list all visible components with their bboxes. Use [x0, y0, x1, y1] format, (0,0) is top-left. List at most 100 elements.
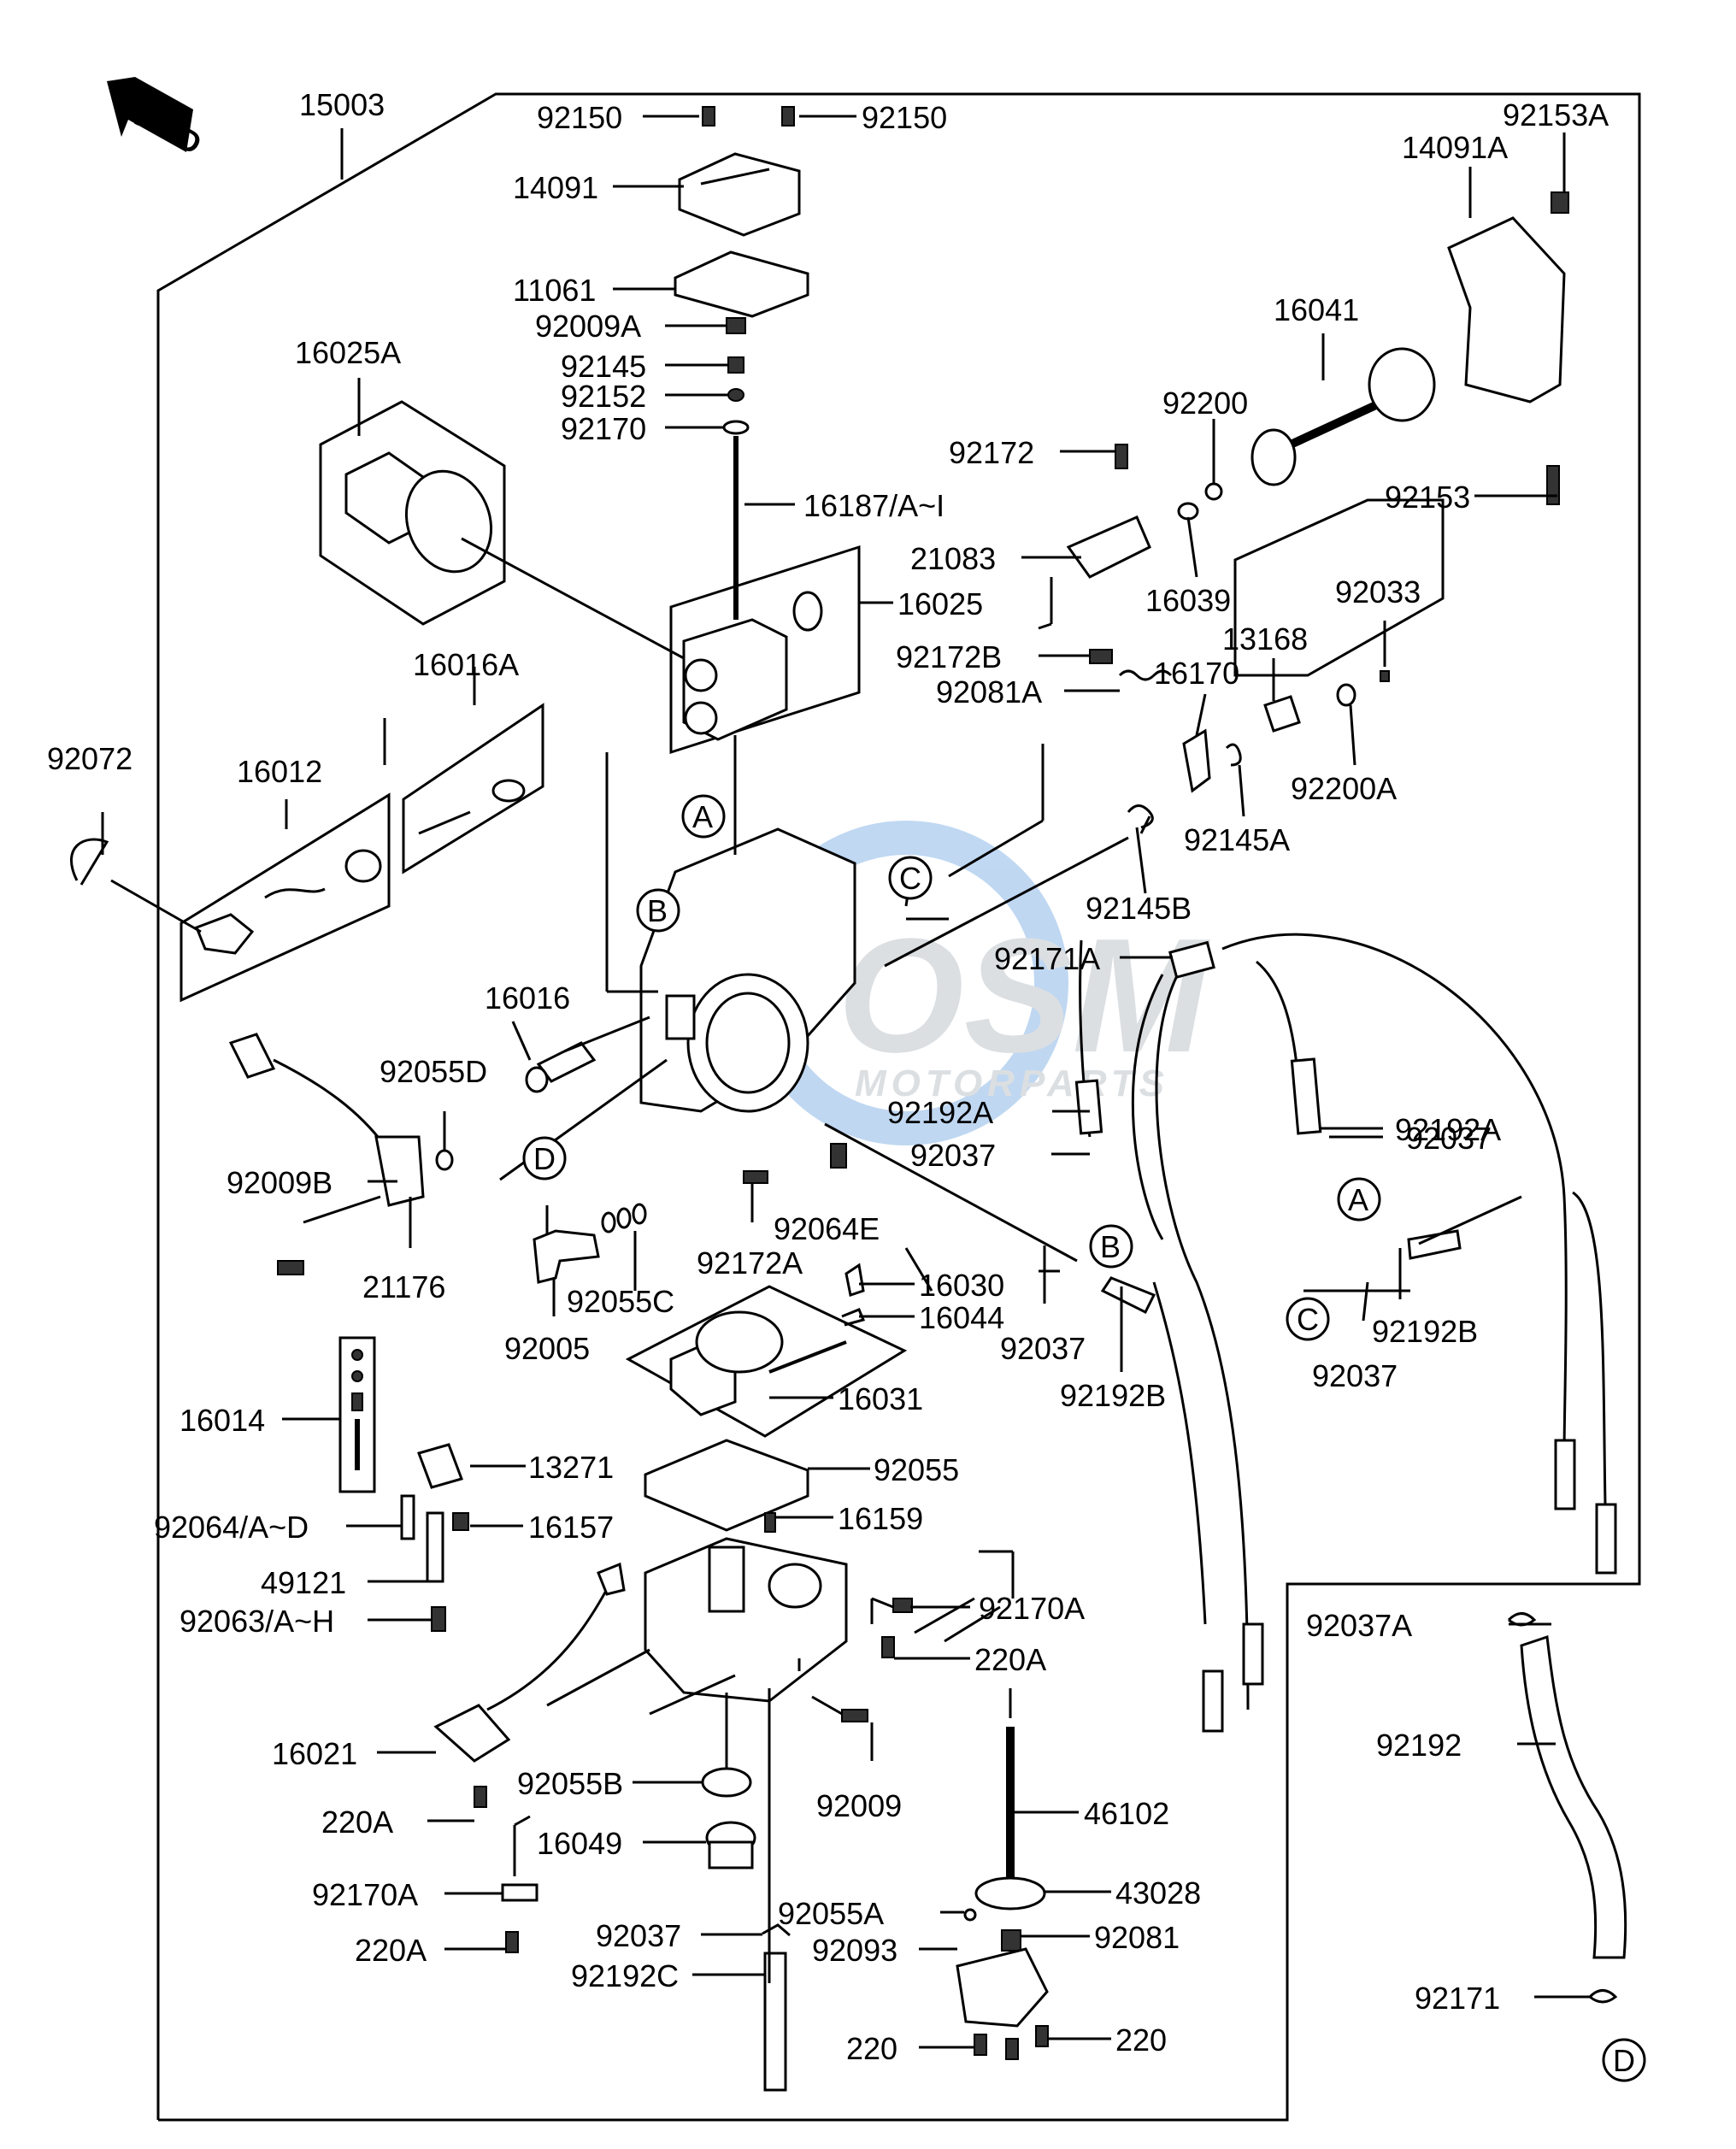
part-21176-sensor [228, 1033, 425, 1207]
part-92150-screw-left [702, 106, 715, 127]
callout-c-right-letter: C [1297, 1302, 1319, 1337]
part-label: 49121 [261, 1565, 346, 1600]
part-92081A-spring [1118, 669, 1173, 681]
part-43028-diaphragm [974, 1876, 1046, 1911]
part-92145B-spring [1127, 804, 1154, 829]
box-16041 [1233, 498, 1445, 677]
part-16014-jet-needle [351, 1349, 363, 1470]
part-label: 92055A [778, 1896, 884, 1931]
part-label: 16049 [537, 1826, 622, 1861]
part-label: 11061 [513, 273, 596, 308]
part-label: 92055C [567, 1284, 674, 1319]
part-label: 92037 [1406, 1121, 1492, 1156]
part-16159-jet [764, 1512, 776, 1533]
part-label: 92072 [47, 741, 132, 776]
part-label: 92192B [1060, 1378, 1166, 1413]
part-16016-screw [525, 1041, 597, 1093]
part-92064-jet [400, 1494, 415, 1540]
box-16025A [319, 400, 506, 626]
part-16044-clip [841, 1308, 866, 1327]
part-label: 92153 [1385, 480, 1470, 515]
part-label: 220 [1115, 2022, 1167, 2058]
part-92200-washer [1204, 482, 1223, 501]
part-label: 16016A [413, 647, 519, 682]
part-label: 92145A [1184, 822, 1290, 857]
hoses [1074, 933, 1627, 2004]
part-92150-screw-right [781, 106, 795, 127]
part-label: 92153A [1503, 97, 1609, 132]
callout-a-right: A [1337, 1177, 1381, 1222]
part-220-screw-right [1035, 2025, 1049, 2047]
part-16016A-screw [418, 779, 526, 835]
callout-a-right-letter: A [1348, 1182, 1368, 1217]
part-92170 [722, 420, 750, 435]
part-14091-cover [678, 152, 801, 237]
part-92145 [727, 356, 744, 374]
part-label: 16187/A~I [803, 488, 945, 523]
part-label: 92192 [1376, 1728, 1462, 1763]
callout-c-right: C [1286, 1297, 1330, 1341]
part-label: 13168 [1222, 621, 1308, 656]
part-92200A-washer [1336, 683, 1356, 707]
callout-b-top: B [636, 888, 680, 933]
part-92171-clip [1588, 1989, 1618, 2004]
part-label: 220A [321, 1805, 393, 1840]
watermark-subtext: MOTORPARTS [855, 1063, 1169, 1104]
part-92033-clip [1380, 670, 1390, 682]
part-label: 92192B [1372, 1314, 1478, 1349]
box-16012 [179, 792, 391, 1003]
part-49121-needle [426, 1511, 444, 1583]
part-label: 16021 [272, 1736, 357, 1771]
callout-c-top-letter: C [899, 861, 921, 896]
part-92172B-screw [1089, 649, 1113, 664]
watermark: OSM MOTORPARTS [744, 821, 1211, 1145]
part-220A-screw-right [881, 1636, 895, 1658]
part-label: 92009B [227, 1165, 332, 1200]
part-label: 92192A [887, 1095, 993, 1130]
box-16025 [669, 545, 861, 755]
part-16025-throttle-valve [682, 591, 823, 741]
callout-b-top-letter: B [647, 893, 668, 928]
part-11061-gasket [674, 250, 809, 318]
part-label: 92009 [816, 1788, 902, 1823]
part-220A-screw-lower [505, 1931, 519, 1953]
box-16014 [338, 1336, 376, 1493]
part-92005-fitting [533, 1229, 600, 1284]
part-21083-lever [1066, 515, 1151, 579]
part-16049-plug [705, 1821, 756, 1869]
part-label: 92055 [874, 1452, 959, 1487]
part-92072-clip [70, 838, 109, 886]
callout-d-left: D [522, 1136, 567, 1180]
part-label: 46102 [1084, 1796, 1169, 1831]
part-92192C-hose [763, 1952, 787, 2092]
part-label: 92192A [1395, 1112, 1501, 1147]
part-labels: 15003 92150 92150 14091 11061 92009A 921… [47, 87, 1609, 2066]
part-label: 21176 [362, 1269, 445, 1304]
part-label: 43028 [1115, 1875, 1201, 1911]
box-16016A [402, 703, 544, 874]
part-label: 16039 [1145, 583, 1231, 618]
part-label: 92192C [571, 1958, 679, 1993]
watermark-brand: OSM [838, 905, 1211, 1086]
part-220-screw-left [974, 2034, 987, 2056]
part-label: 92037 [910, 1138, 996, 1173]
part-label: 14091 [513, 170, 598, 205]
main-frame [156, 92, 1641, 2122]
part-label: 220 [846, 2031, 897, 2066]
part-220A-screw-left [474, 1786, 487, 1808]
part-220-screw-mid [1005, 2038, 1019, 2060]
part-carburetor-body [639, 827, 856, 1113]
part-label: 220A [355, 1933, 427, 1968]
part-16157-jet [452, 1512, 469, 1531]
part-label: 92064/A~D [154, 1510, 309, 1545]
part-label: 92145B [1086, 891, 1192, 926]
part-16039-washer [1177, 502, 1199, 521]
part-92009B-screw [277, 1260, 304, 1275]
part-92055B-oring [701, 1767, 752, 1798]
part-label: 14091A [1402, 130, 1508, 165]
part-label: 92005 [504, 1331, 590, 1366]
part-label: 92150 [862, 100, 947, 135]
callout-b-right-letter: B [1100, 1229, 1121, 1264]
part-92093-pump-body [956, 1947, 1049, 2028]
part-92172A-screw [743, 1170, 768, 1184]
